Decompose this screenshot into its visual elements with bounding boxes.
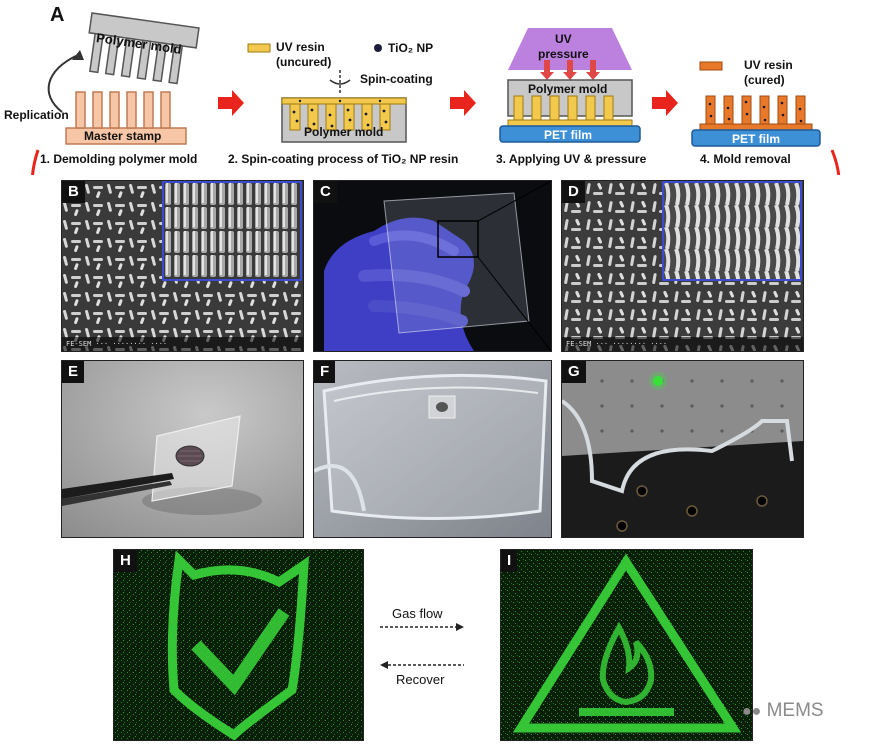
wechat-mems-watermark: ●● MEMS [742,700,824,722]
wechat-icon: ●● [742,703,762,720]
polymer-mold-label-2: Polymer mold [304,125,384,139]
gas-flow-arrow [380,623,464,631]
spin-coating-label: Spin-coating [360,72,433,86]
red-curve-arrow-right [830,149,841,175]
spin-coated-mold [281,97,407,143]
panel-g-label: G [562,361,586,383]
panel-d: FE-SEM ··· ········ ···· D [561,180,804,352]
sem-footer-d: FE-SEM ··· ········ ···· [562,337,803,351]
hologram-shield-check [114,550,363,740]
uv-pressure-stack [499,28,641,143]
panel-c-label: C [314,181,337,203]
step-3-label: 3. Applying UV & pressure [496,152,647,166]
red-curve-arrow-left [31,149,40,175]
replication-label: Replication [4,108,69,122]
master-stamp-label: Master stamp [84,129,162,143]
pet-film-label-4: PET film [732,132,781,146]
photo-glove-film [314,181,551,351]
uv-pressure-label: UV pressure [538,32,589,61]
tio2-np-label: TiO₂ NP [388,41,434,55]
sem-footer-b: FE-SEM ··· ········ ···· [62,337,303,351]
panel-e-label: E [62,361,85,383]
hologram-flame-triangle [501,550,752,740]
panel-g: G [561,360,804,538]
panel-e: E [61,360,304,538]
panel-h: H [113,549,364,741]
panel-b: FE-SEM ··· ········ ···· B [61,180,304,352]
photo-tweezers-metasurface [62,361,303,537]
panel-i-label: I [501,550,518,572]
panel-a-label: A [50,4,65,26]
step-2-label: 2. Spin-coating process of TiO₂ NP resin [228,152,459,166]
step-4-label: 4. Mold removal [700,152,791,166]
step-1-label: 1. Demolding polymer mold [40,152,198,166]
panel-c: C [313,180,552,352]
panel-h-label: H [114,550,137,572]
uv-resin-uncured-label: UV resin (uncured) [276,40,332,69]
polymer-mold-tilted [88,12,200,85]
master-stamp [65,91,187,145]
cured-structure [691,95,821,147]
panel-a-schematic [31,12,841,175]
panel-a: A [0,0,869,175]
panel-f-label: F [314,361,336,383]
panel-f: F [313,360,552,538]
photo-safety-goggles [314,361,551,537]
photo-optical-table [562,361,803,537]
panel-d-label: D [562,181,585,203]
polymer-mold-label-3: Polymer mold [528,82,608,96]
recover-label: Recover [396,672,445,687]
red-arrow-1 [218,90,244,116]
red-arrow-3 [652,90,678,116]
watermark-text: MEMS [766,700,824,721]
replication-arrow [47,54,79,113]
panel-i: I [500,549,753,741]
sem-inset-d [662,181,802,281]
pet-film-label-3: PET film [544,128,593,142]
gas-flow-label: Gas flow [392,606,443,621]
red-arrow-2 [450,90,476,116]
recover-arrow [380,661,464,669]
panel-b-label: B [62,181,85,203]
sem-inset-b [162,181,302,281]
uv-resin-cured-label: UV resin (cured) [744,58,793,87]
